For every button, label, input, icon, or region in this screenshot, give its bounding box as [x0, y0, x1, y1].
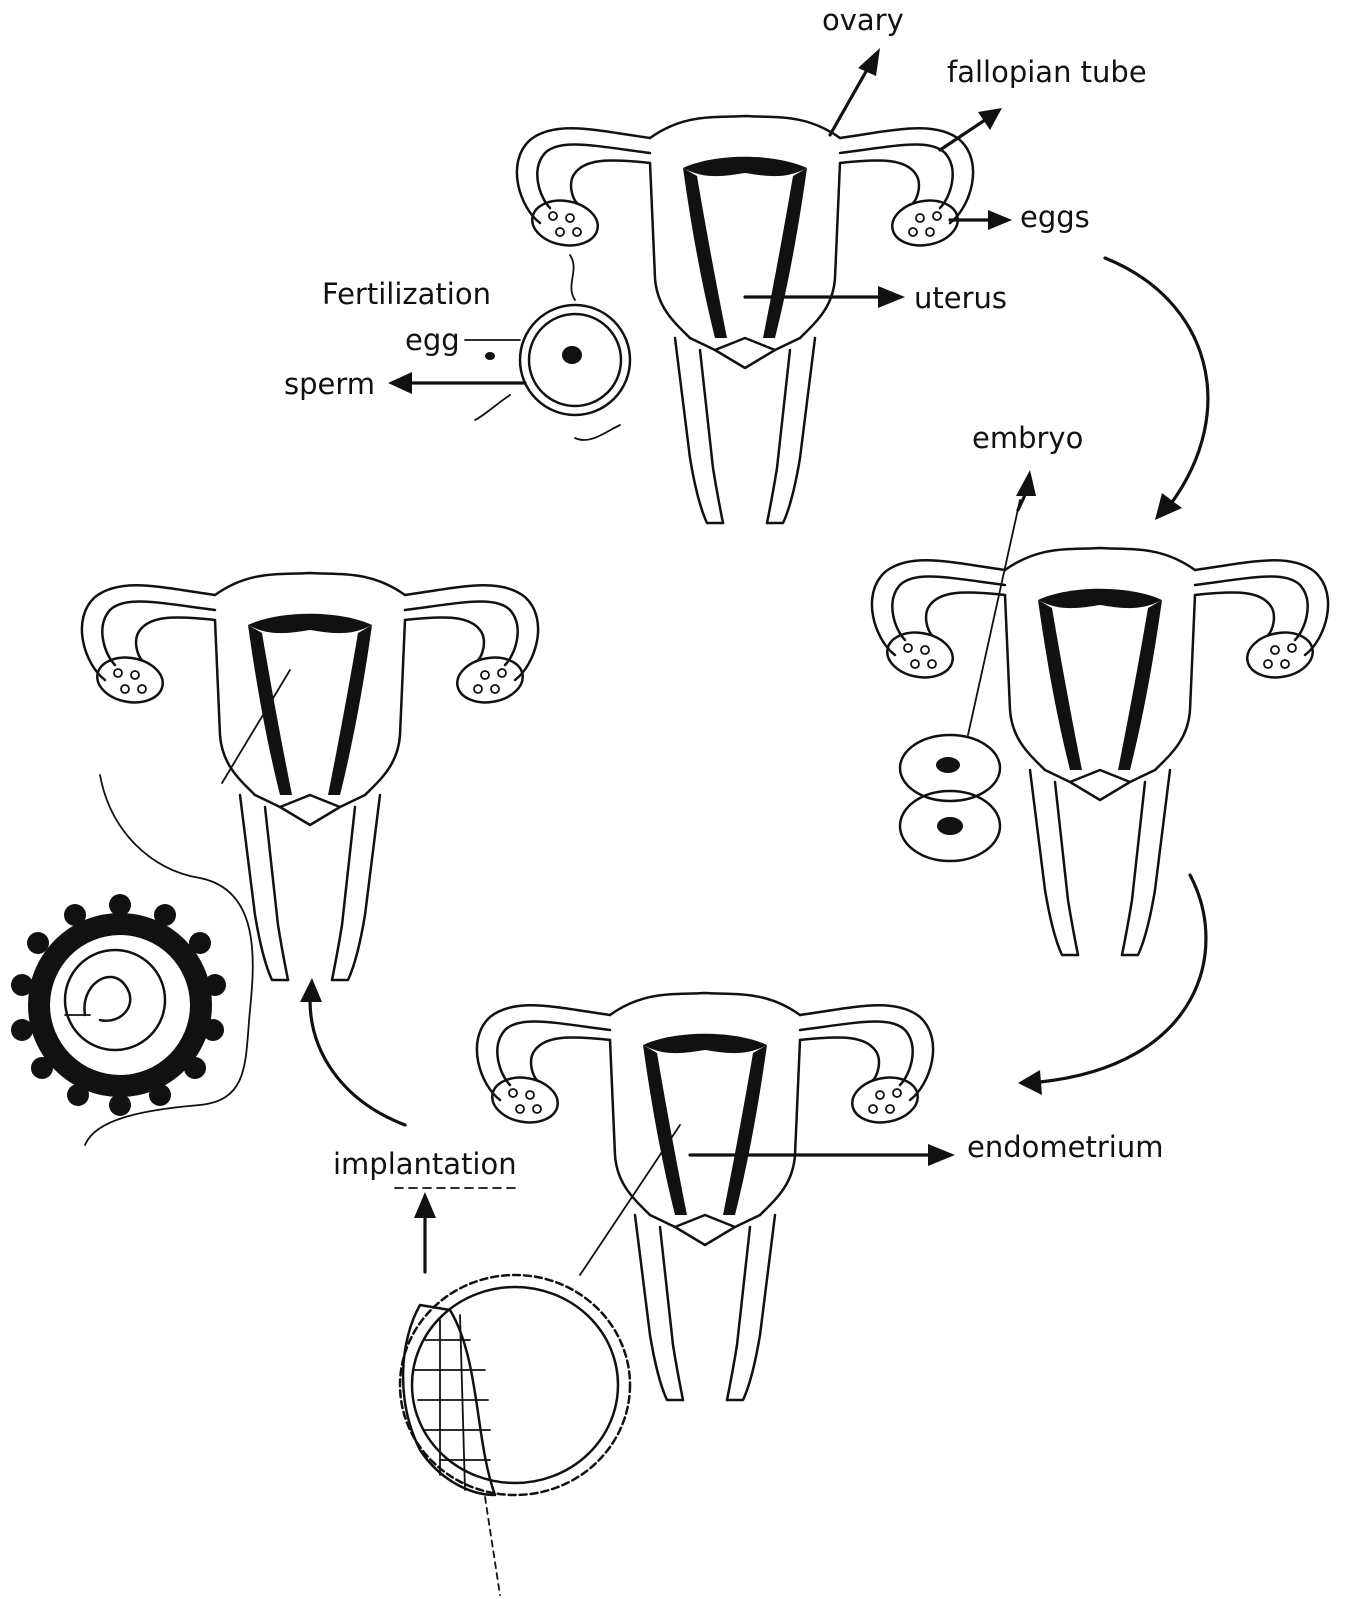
uterus-arrow	[745, 286, 905, 308]
fallopian-tube-arrow	[940, 108, 1002, 150]
label-implantation: implantation	[333, 1150, 517, 1179]
label-embryo: embryo	[972, 424, 1083, 453]
cycle-arrow-bottom-left	[300, 978, 405, 1125]
label-egg: egg	[405, 326, 460, 355]
uterus-top	[517, 116, 973, 523]
label-endometrium: endometrium	[967, 1133, 1163, 1162]
cycle-arrow-top-right	[1105, 258, 1208, 520]
uterus-right	[872, 548, 1328, 955]
label-fertilization: Fertilization	[322, 280, 491, 309]
label-uterus: uterus	[914, 284, 1007, 313]
blastocyst	[400, 1125, 680, 1595]
label-eggs: eggs	[1020, 203, 1090, 232]
endometrium-arrow	[690, 1144, 955, 1166]
sperm-arrow	[388, 372, 525, 394]
cycle-arrow-bottom-right	[1018, 875, 1206, 1095]
label-ovary: ovary	[822, 6, 904, 35]
ovary-arrow	[830, 48, 880, 135]
label-sperm: sperm	[284, 370, 375, 399]
implantation-arrow	[395, 1188, 518, 1272]
implanted-embryo	[11, 670, 290, 1145]
two-cell-embryo	[900, 500, 1020, 861]
uterus-bottom	[477, 993, 933, 1400]
label-fallopian-tube: fallopian tube	[947, 58, 1147, 87]
